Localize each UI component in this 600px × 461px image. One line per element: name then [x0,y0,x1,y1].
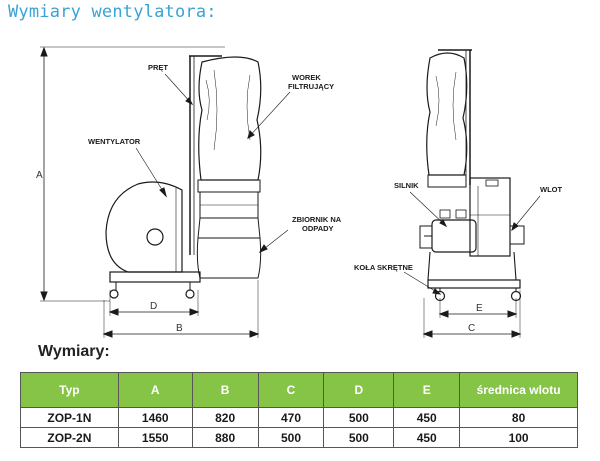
cell-b: 820 [191,407,259,428]
header-typ: Typ [20,372,119,408]
cell-b: 880 [191,427,259,448]
label-wentylator: WENTYLATOR [88,137,141,146]
label-zbiornik-1: ZBIORNIK NA [292,215,342,224]
cell-d: 500 [323,427,395,448]
cell-typ: ZOP-2N [20,427,119,448]
cell-srednica: 80 [459,407,578,428]
cell-d: 500 [323,407,395,428]
label-wlot: WLOT [540,185,562,194]
cell-a: 1460 [117,407,193,428]
label-worek-2: FILTRUJĄCY [288,82,334,91]
dimensions-table: Typ A B C D E średnica wlotu ZOP-1N 1460… [20,372,578,448]
cell-e: 450 [393,427,461,448]
dim-letter-a: A [36,170,43,181]
label-zbiornik-2: ODPADY [302,224,334,233]
label-kola: KOŁA SKRĘTNE [354,263,413,272]
table-row: ZOP-1N 1460 820 470 500 450 80 [20,407,578,428]
cell-a: 1550 [117,427,193,448]
cell-typ: ZOP-1N [20,407,119,428]
label-worek-1: WOREK [292,73,321,82]
cell-c: 470 [257,407,325,428]
dim-letter-b: B [176,323,183,334]
label-silnik: SILNIK [394,181,419,190]
header-b: B [191,372,259,408]
dimensions-heading: Wymiary: [38,343,110,360]
header-d: D [323,372,395,408]
cell-srednica: 100 [459,427,578,448]
dim-letter-e: E [476,303,483,314]
fan-technical-drawing: PRĘT WOREK FILTRUJĄCY WENTYLATOR ZBIORNI… [36,46,562,338]
dim-letter-d: D [150,301,157,312]
table-row: ZOP-2N 1550 880 500 500 450 100 [20,427,578,448]
header-a: A [117,372,193,408]
header-c: C [257,372,325,408]
dim-letter-c: C [468,323,475,334]
page-title: Wymiary wentylatora: [8,2,217,22]
header-e: E [393,372,461,408]
cell-c: 500 [257,427,325,448]
cell-e: 450 [393,407,461,428]
label-pret: PRĘT [148,63,168,72]
header-srednica: średnica wlotu [459,372,578,408]
table-header-row: Typ A B C D E średnica wlotu [20,372,578,408]
